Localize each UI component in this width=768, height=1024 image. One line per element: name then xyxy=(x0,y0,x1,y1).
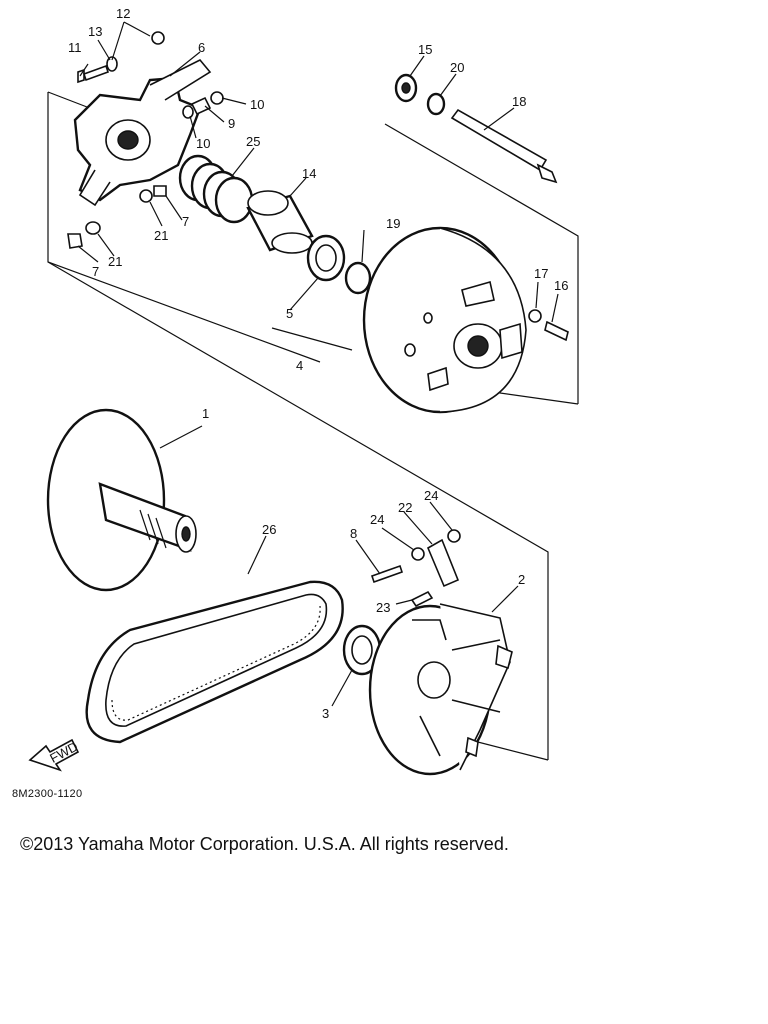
assembly-guide-lines xyxy=(47,91,579,761)
callout-8: 8 xyxy=(350,526,357,541)
callout-24-right: 24 xyxy=(424,488,438,503)
cap-parts-7-21 xyxy=(67,185,167,249)
callout-13: 13 xyxy=(88,24,102,39)
pin-part-8 xyxy=(370,564,404,584)
nut-part-17 xyxy=(528,309,542,323)
drive-belt-part-26 xyxy=(85,580,344,744)
fixed-sheave-part-1 xyxy=(46,408,197,592)
callout-23: 23 xyxy=(376,600,390,615)
copyright-notice: ©2013 Yamaha Motor Corporation. U.S.A. A… xyxy=(20,834,509,854)
callout-5: 5 xyxy=(286,306,293,321)
callout-2: 2 xyxy=(518,572,525,587)
callout-7-lower: 7 xyxy=(92,264,99,279)
callout-6: 6 xyxy=(198,40,205,55)
callout-7-upper: 7 xyxy=(182,214,189,229)
seal-part-5 xyxy=(306,234,346,282)
callout-1: 1 xyxy=(202,406,209,421)
callout-25: 25 xyxy=(246,134,260,149)
bolt-part-18 xyxy=(450,108,558,184)
callout-12: 12 xyxy=(116,6,130,21)
callout-22: 22 xyxy=(398,500,412,515)
callout-18: 18 xyxy=(512,94,526,109)
callout-17: 17 xyxy=(534,266,548,281)
callout-15: 15 xyxy=(418,42,432,57)
callout-21-lower: 21 xyxy=(108,254,122,269)
callout-26: 26 xyxy=(262,522,276,537)
callout-21-upper: 21 xyxy=(154,228,168,243)
leader-lines xyxy=(77,21,559,707)
callout-4: 4 xyxy=(296,358,303,373)
callout-3: 3 xyxy=(322,706,329,721)
callout-19: 19 xyxy=(386,216,400,231)
bushing-part-19 xyxy=(344,261,372,295)
spider-part-6 xyxy=(73,59,212,207)
callout-10-lower: 10 xyxy=(196,136,210,151)
sheave-housing-part-2 xyxy=(368,603,513,776)
callout-9: 9 xyxy=(228,116,235,131)
movable-sheave-part-4 xyxy=(362,226,527,414)
callout-11: 11 xyxy=(68,40,82,55)
nut-part-24 xyxy=(411,529,461,561)
weight-part-22 xyxy=(426,538,460,588)
exploded-parts-diagram: FWD xyxy=(28,6,579,776)
nut-part-12 xyxy=(151,31,165,45)
roller-parts-9-10 xyxy=(182,91,224,119)
forward-arrow: FWD xyxy=(28,739,80,772)
fwd-label: FWD xyxy=(47,739,80,766)
callout-labels: 11 13 12 6 10 9 10 25 14 7 21 21 7 15 20… xyxy=(68,6,568,721)
drawing-code: 8M2300-1120 xyxy=(12,788,83,800)
washer-part-15 xyxy=(394,73,418,103)
callout-16: 16 xyxy=(554,278,568,293)
washer-part-20 xyxy=(426,92,446,116)
bolt-part-16 xyxy=(544,320,569,342)
washer-part-13 xyxy=(106,56,118,72)
bolt-part-23 xyxy=(410,590,434,608)
callout-14: 14 xyxy=(302,166,316,181)
bolt-part-11 xyxy=(77,64,110,84)
callout-24-left: 24 xyxy=(370,512,384,527)
sleeve-part-14 xyxy=(246,190,314,254)
callout-20: 20 xyxy=(450,60,464,75)
spring-part-25 xyxy=(178,154,254,224)
callout-10-upper: 10 xyxy=(250,97,264,112)
bushing-part-3 xyxy=(342,624,382,676)
